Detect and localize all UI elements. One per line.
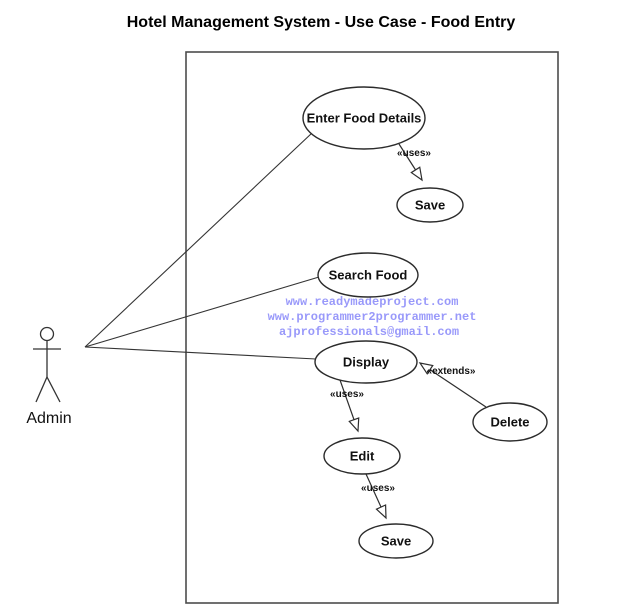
use-case-ellipse <box>317 252 419 298</box>
use-case-ellipse <box>396 187 464 223</box>
use-case-label: Enter Food Details <box>307 111 422 126</box>
actor-head <box>39 326 55 342</box>
use-case-label: Edit <box>350 449 375 464</box>
use-case-ellipse <box>302 86 426 150</box>
actor-admin-figure: Admin <box>26 326 72 427</box>
watermark-line-3: ajprofessionals@gmail.com <box>279 325 459 339</box>
actor-right-leg <box>46 376 61 403</box>
use-case-label: Save <box>381 534 411 549</box>
use-case-enter-food-details: Enter Food Details <box>302 86 426 150</box>
watermark-line-2: www.programmer2programmer.net <box>268 310 477 324</box>
stereotype-extends-delete-to-display: «extends» <box>427 366 476 377</box>
system-boundary-rect <box>185 51 559 604</box>
uses-arrow-enter-food-details-to-save <box>398 143 423 182</box>
use-case-save-bottom: Save <box>358 523 434 559</box>
diagram-title: Hotel Management System - Use Case - Foo… <box>127 14 516 31</box>
uses-arrow-display-to-edit <box>339 379 360 433</box>
use-case-ellipse <box>314 340 418 384</box>
use-case-delete: Delete <box>472 402 548 442</box>
stereotype-uses-display-to-edit: «uses» <box>330 389 364 400</box>
use-case-label: Delete <box>490 415 529 430</box>
use-case-ellipse <box>323 437 401 475</box>
use-case-label: Search Food <box>329 268 408 283</box>
use-case-ellipse <box>472 402 548 442</box>
uses-arrow-edit-to-save <box>365 473 387 520</box>
actor-label: Admin <box>26 410 71 427</box>
association-admin-display <box>84 346 317 360</box>
watermark-line-1: www.readymadeproject.com <box>286 295 459 309</box>
use-case-save-top: Save <box>396 187 464 223</box>
stereotype-uses-enter-to-save: «uses» <box>397 148 431 159</box>
stereotype-uses-edit-to-save: «uses» <box>361 483 395 494</box>
use-case-display: Display <box>314 340 418 384</box>
association-admin-enter-food-details <box>84 132 313 348</box>
use-case-ellipse <box>358 523 434 559</box>
association-admin-search-food <box>84 276 320 348</box>
use-case-label: Display <box>343 355 390 370</box>
use-case-edit: Edit <box>323 437 401 475</box>
use-case-label: Save <box>415 198 445 213</box>
extends-arrow-delete-to-display <box>418 362 487 408</box>
use-case-search-food: Search Food <box>317 252 419 298</box>
actor-left-leg <box>35 376 48 403</box>
watermark: www.readymadeproject.com www.programmer2… <box>268 295 477 339</box>
